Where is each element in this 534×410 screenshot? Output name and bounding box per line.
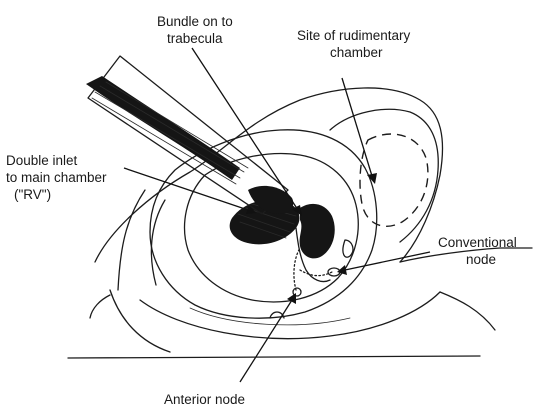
pointer-site (342, 78, 372, 176)
label-conventional-line2: node (466, 252, 496, 267)
label-double-line1: Double inlet (6, 153, 78, 168)
label-bundle-line1: Bundle on to (157, 14, 233, 29)
label-bundle-line2: trabecula (167, 31, 223, 46)
label-double-line2: to main chamber (6, 170, 107, 185)
specimen-right-curve (440, 292, 495, 330)
specimen-lower-bulge (110, 290, 170, 352)
left-inner-curve (151, 200, 165, 285)
pointer-anterior (240, 300, 292, 382)
pointer-bundle (192, 48, 298, 210)
left-margin-curve (118, 190, 145, 290)
heart-drawing (68, 88, 532, 358)
pointer-conventional (345, 252, 430, 270)
label-double-line3: ("RV") (14, 187, 51, 202)
trabecula-mass (300, 204, 335, 259)
label-conventional-line1: Conventional (438, 235, 517, 250)
label-site-line2: chamber (330, 45, 383, 60)
tissue-bump-2 (90, 295, 110, 318)
label-anterior: Anterior node (164, 392, 245, 407)
arrowhead-anterior (287, 293, 296, 304)
small-opening (343, 240, 353, 257)
specimen-base-line (68, 356, 480, 358)
rudimentary-chamber-outline (330, 109, 438, 242)
label-site-line1: Site of rudimentary (297, 28, 411, 43)
